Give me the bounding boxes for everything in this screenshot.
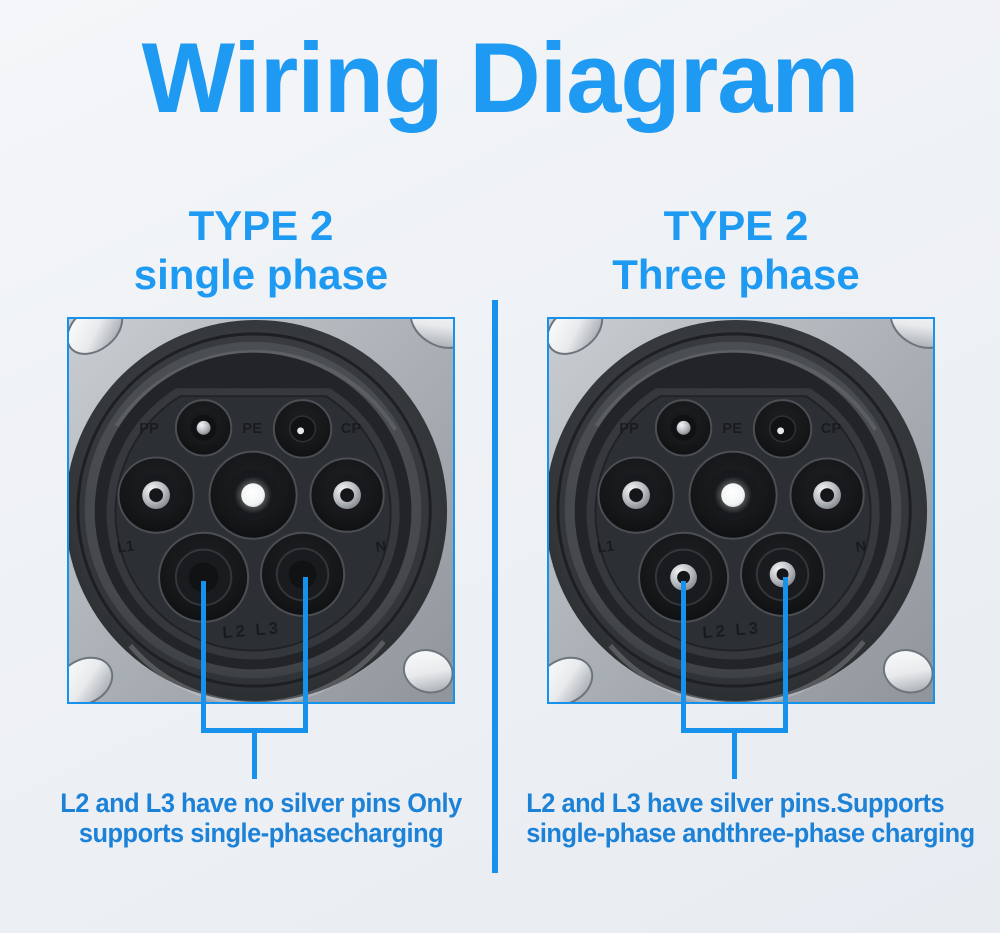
l2-pointer-line — [201, 581, 206, 733]
pp-pin-hole — [654, 399, 713, 457]
corner-screw-holes — [69, 319, 453, 702]
pp-label: PP — [139, 421, 159, 437]
caption-line: L2 and L3 have silver pins.Supports — [526, 788, 945, 818]
n-label: N — [375, 539, 388, 556]
n-pin-hole — [309, 457, 385, 533]
heading-phase-label: single phase — [133, 251, 389, 298]
l3-pointer-line — [783, 577, 788, 733]
cp-label: CP — [821, 421, 842, 437]
single-phase-caption: L2 and L3 have no silver pins Only suppo… — [54, 788, 468, 848]
pe-label: PE — [722, 421, 742, 437]
page-title: Wiring Diagram — [141, 22, 860, 133]
pe-pin-hole — [688, 450, 778, 540]
caption-line: single-phase andthree-phase charging — [526, 818, 975, 848]
pe-pin-hole — [208, 450, 298, 540]
pp-pin-hole — [174, 399, 233, 457]
heading-type-label: TYPE 2 — [188, 202, 334, 249]
n-pin-hole — [789, 457, 865, 533]
corner-screw-holes — [549, 319, 933, 702]
l1-pin-hole — [597, 456, 675, 534]
l1-pin-hole — [117, 456, 195, 534]
three-phase-caption: L2 and L3 have silver pins.Supports sing… — [526, 788, 975, 848]
l2-pin-hole-empty — [158, 531, 250, 623]
three-phase-socket-photo: PP PE CP L1 N L2 L3 — [547, 317, 935, 704]
heading-single-phase: TYPE 2 single phase — [67, 201, 455, 299]
n-label: N — [855, 539, 868, 556]
single-phase-socket-photo: PP PE CP L1 N L2 L3 — [67, 317, 455, 704]
cp-pin-hole — [752, 399, 813, 459]
bracket-stem-line — [252, 733, 257, 779]
l1-label: L1 — [596, 538, 615, 556]
l3-pin-hole-empty — [260, 531, 346, 617]
type2-socket-single-phase: PP PE CP L1 N L2 L3 — [69, 319, 453, 702]
l1-label: L1 — [116, 538, 135, 556]
l3-pointer-line — [303, 577, 308, 733]
bracket-stem-line — [732, 733, 737, 779]
caption-line: L2 and L3 have no silver pins Only — [60, 788, 462, 818]
cp-label: CP — [341, 421, 362, 437]
l2-pointer-line — [681, 581, 686, 733]
caption-line: supports single-phasecharging — [78, 818, 444, 848]
bracket-horizontal-line — [681, 728, 788, 733]
l3-pin-hole-silver — [740, 531, 826, 617]
pp-label: PP — [619, 421, 639, 437]
column-divider-line — [492, 300, 498, 873]
heading-type-label: TYPE 2 — [663, 202, 809, 249]
type2-socket-three-phase: PP PE CP L1 N L2 L3 — [549, 319, 933, 702]
bracket-horizontal-line — [201, 728, 308, 733]
heading-phase-label: Three phase — [612, 251, 860, 298]
heading-three-phase: TYPE 2 Three phase — [542, 201, 930, 299]
cp-pin-hole — [272, 399, 333, 459]
pe-label: PE — [242, 421, 262, 437]
